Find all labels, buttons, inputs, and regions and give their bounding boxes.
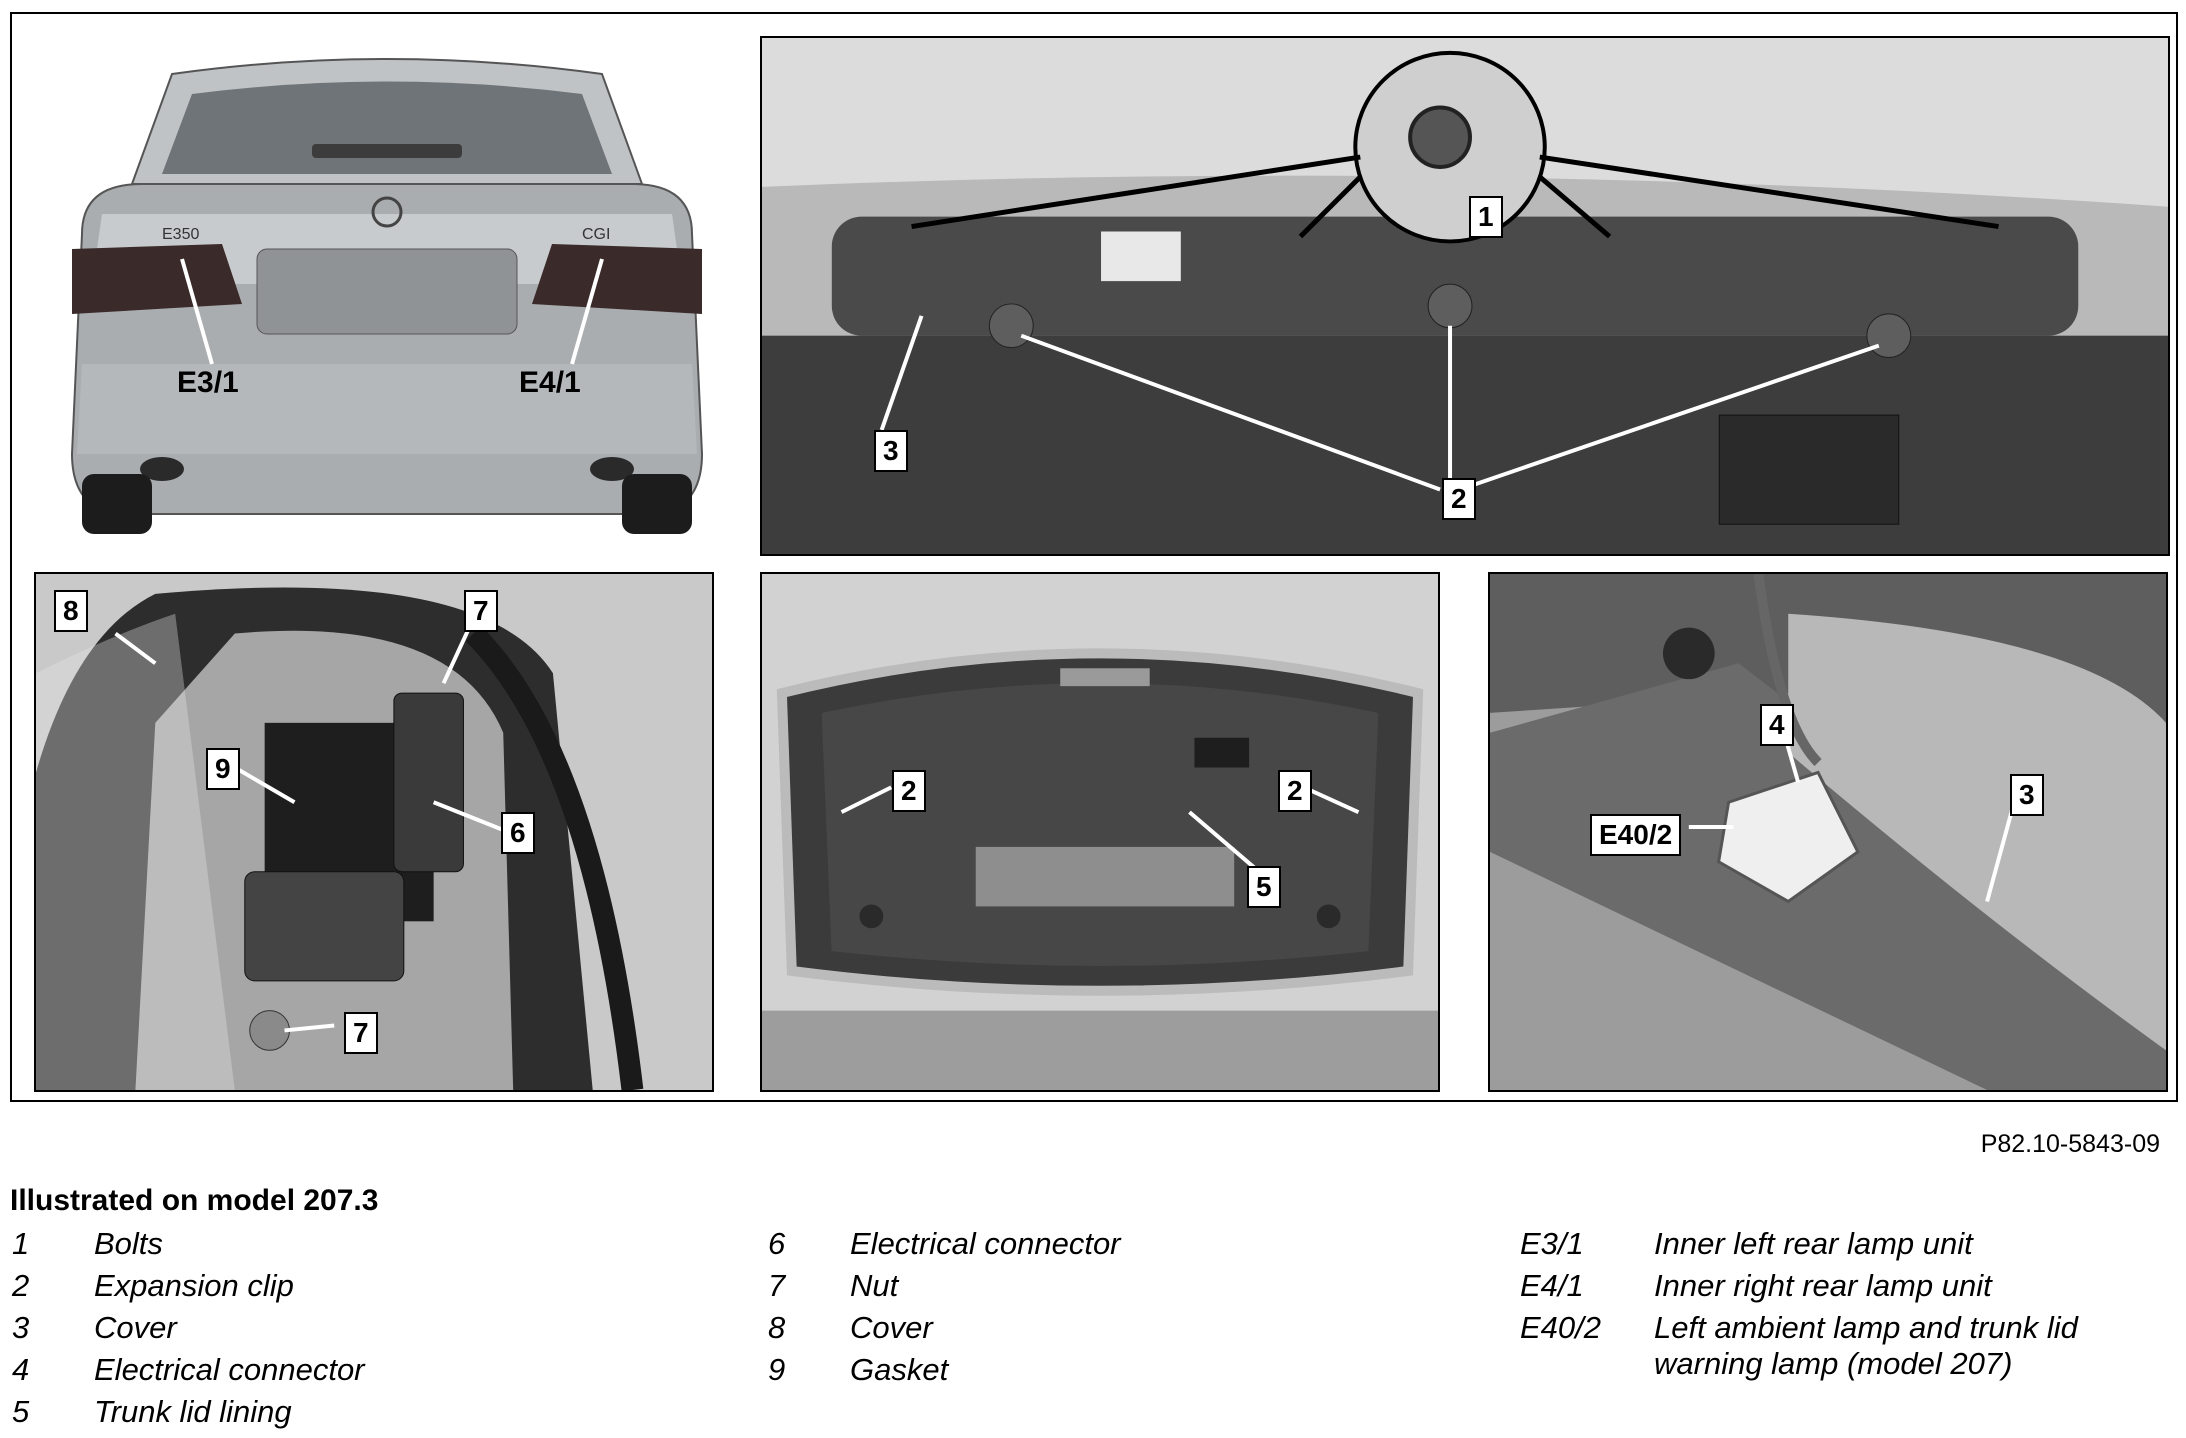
trunk-lid-illustration (762, 38, 2168, 554)
legend-item: 5 Trunk lid lining (12, 1394, 712, 1436)
legend-number: 3 (12, 1310, 30, 1345)
callout-5: 5 (1247, 866, 1281, 908)
legend-item: 1 Bolts (12, 1226, 712, 1268)
legend-item: 9 Gasket (768, 1352, 1368, 1394)
panel-trunk-lid-inner: 1 2 3 (760, 36, 2170, 556)
legend-item: 4 Electrical connector (12, 1352, 712, 1394)
callout-2: 2 (1442, 478, 1476, 520)
panel-trunk-open: 2 2 5 (760, 572, 1440, 1092)
legend-text: Cover (850, 1310, 933, 1345)
trunk-open-illustration (762, 574, 1438, 1090)
callout-e4-1: E4/1 (519, 366, 581, 399)
legend-number: 1 (12, 1226, 30, 1261)
callout-2-right: 2 (1278, 770, 1312, 812)
legend-item: E3/1 Inner left rear lamp unit (1520, 1226, 2170, 1268)
model-badge: E350 (162, 226, 199, 243)
legend-number: 4 (12, 1352, 30, 1387)
callout-6: 6 (501, 812, 535, 854)
legend-column-3: E3/1 Inner left rear lamp unit E4/1 Inner … (1520, 1226, 2170, 1390)
legend-number: E4/1 (1520, 1268, 1584, 1303)
legend-number: 6 (768, 1226, 786, 1261)
figure-frame: E350 CGI E3/1 E4/1 (10, 12, 2178, 1102)
callout-4: 4 (1760, 704, 1794, 746)
panel-lamp-connector: 8 7 9 6 7 (34, 572, 714, 1092)
legend-number: E3/1 (1520, 1226, 1584, 1261)
panel-ambient-lamp: 4 E40/2 3 (1488, 572, 2168, 1092)
legend-number: 7 (768, 1268, 786, 1303)
callout-7-upper: 7 (464, 590, 498, 632)
legend-text: Left ambient lamp and trunk lid (1654, 1310, 2078, 1345)
legend-text: Bolts (94, 1226, 163, 1261)
legend-number: 5 (12, 1394, 30, 1429)
cgi-badge: CGI (582, 226, 610, 243)
legend-item: 3 Cover (12, 1310, 712, 1352)
ambient-lamp-illustration (1490, 574, 2166, 1090)
legend-item: E4/1 Inner right rear lamp unit (1520, 1268, 2170, 1310)
legend-item: 8 Cover (768, 1310, 1368, 1352)
legend-text: Expansion clip (94, 1268, 294, 1303)
legend-number: 8 (768, 1310, 786, 1345)
legend-number: 9 (768, 1352, 786, 1387)
legend-text: Inner left rear lamp unit (1654, 1226, 1973, 1261)
car-rear-illustration: E350 CGI (42, 34, 732, 559)
callout-e40-2: E40/2 (1590, 814, 1682, 856)
legend-text: Nut (850, 1268, 899, 1303)
callout-7-lower: 7 (344, 1012, 378, 1054)
legend-text-continued: warning lamp (model 207) (1654, 1346, 2013, 1381)
legend-text: Electrical connector (94, 1352, 365, 1387)
lamp-connector-illustration (36, 574, 712, 1090)
legend-item: 2 Expansion clip (12, 1268, 712, 1310)
legend-text: Inner right rear lamp unit (1654, 1268, 1992, 1303)
legend-text: Electrical connector (850, 1226, 1121, 1261)
callout-3-lamp: 3 (2010, 774, 2044, 816)
figure-id: P82.10-5843-09 (1980, 1130, 2160, 1158)
legend-column-1: 1 Bolts 2 Expansion clip 3 Cover 4 Electrica… (12, 1226, 712, 1436)
legend-column-2: 6 Electrical connector 7 Nut 8 Cover 9 Gaske… (768, 1226, 1368, 1394)
callout-8: 8 (54, 590, 88, 632)
caption-title: Illustrated on model 207.3 (10, 1184, 379, 1217)
callout-3: 3 (874, 430, 908, 472)
callout-1: 1 (1469, 196, 1503, 238)
callout-9: 9 (206, 748, 240, 790)
legend-item: 7 Nut (768, 1268, 1368, 1310)
legend-number: 2 (12, 1268, 30, 1303)
callout-2-left: 2 (892, 770, 926, 812)
legend-text: Gasket (850, 1352, 949, 1387)
legend-text: Trunk lid lining (94, 1394, 292, 1429)
legend-text: Cover (94, 1310, 177, 1345)
panel-rear-view: E350 CGI E3/1 E4/1 (42, 34, 732, 559)
callout-e3-1: E3/1 (177, 366, 239, 399)
legend-item: 6 Electrical connector (768, 1226, 1368, 1268)
legend-number: E40/2 (1520, 1310, 1602, 1345)
